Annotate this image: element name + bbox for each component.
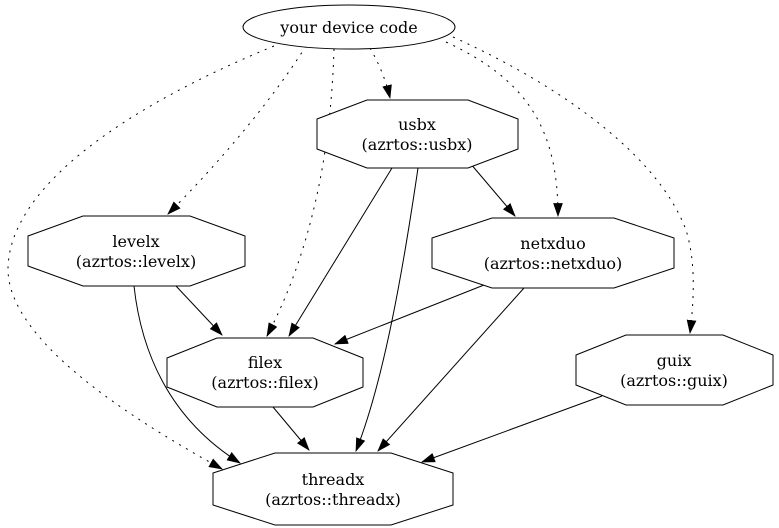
edge-usbx-filex [288, 167, 393, 337]
node-filex-label: filex [248, 353, 282, 372]
node-usbx-sublabel: (azrtos::usbx) [362, 135, 473, 154]
node-filex: filex (azrtos::filex) [166, 337, 364, 408]
edge-device-netxduo [445, 41, 563, 218]
edge-device-levelx [167, 45, 307, 215]
edge-netxduo-threadx [377, 287, 525, 452]
node-guix: guix (azrtos::guix) [575, 334, 774, 406]
edge-usbx-netxduo [469, 162, 516, 217]
edge-device-threadx [7, 45, 275, 470]
node-filex-sublabel: (azrtos::filex) [211, 373, 318, 392]
node-usbx: usbx (azrtos::usbx) [316, 99, 519, 169]
node-your-device-code-label: your device code [279, 18, 417, 37]
edge-usbx-threadx [355, 167, 419, 453]
node-usbx-label: usbx [398, 115, 436, 134]
node-levelx-label: levelx [112, 232, 159, 251]
node-guix-sublabel: (azrtos::guix) [620, 371, 728, 390]
edge-levelx-filex [175, 285, 223, 336]
node-threadx-sublabel: (azrtos::threadx) [265, 490, 401, 509]
node-guix-label: guix [657, 351, 692, 370]
edge-guix-threadx [420, 395, 603, 463]
node-your-device-code: your device code [242, 4, 456, 50]
edge-device-filex [266, 48, 335, 337]
node-levelx: levelx (azrtos::levelx) [27, 215, 246, 287]
edge-netxduo-filex [333, 284, 485, 345]
node-netxduo: netxduo (azrtos::netxduo) [431, 217, 675, 289]
edge-device-usbx [369, 47, 392, 100]
node-levelx-sublabel: (azrtos::levelx) [76, 252, 196, 271]
node-netxduo-label: netxduo [520, 234, 585, 253]
edge-levelx-threadx [133, 285, 241, 464]
node-threadx: threadx (azrtos::threadx) [212, 452, 454, 526]
node-threadx-label: threadx [302, 470, 365, 489]
edge-filex-threadx [272, 406, 310, 451]
node-netxduo-sublabel: (azrtos::netxduo) [484, 254, 623, 273]
